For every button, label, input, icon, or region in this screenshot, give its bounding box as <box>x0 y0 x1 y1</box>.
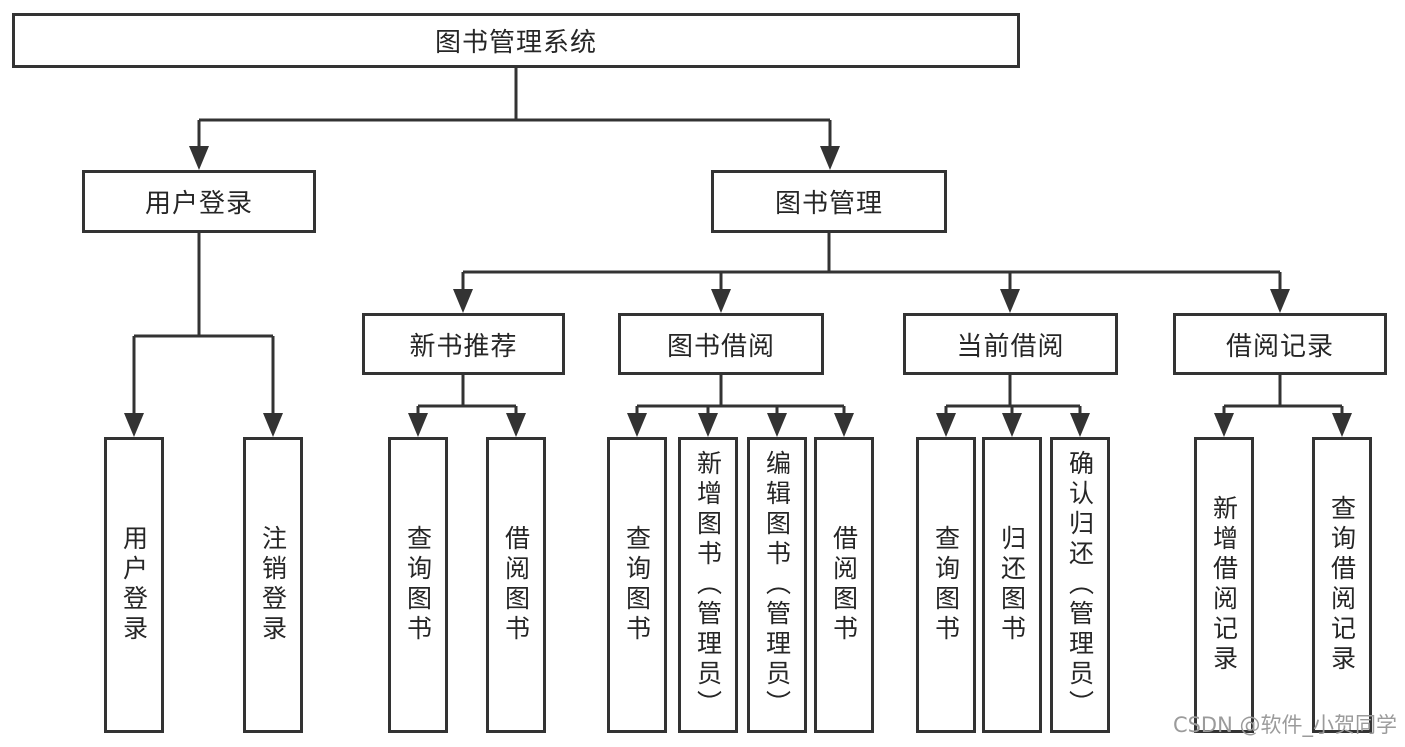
leaf-label: 查询图书 <box>622 525 652 645</box>
node-book-borrowing: 图书借阅 <box>618 313 824 375</box>
node-user-login: 用户登录 <box>82 170 316 233</box>
node-library-system: 图书管理系统 <box>12 13 1020 68</box>
node-label: 新书推荐 <box>409 331 518 362</box>
leaf-label: 查询图书 <box>403 525 433 645</box>
leaf-query-borrow-record: 查询借阅记录 <box>1312 437 1372 733</box>
arrow-icon <box>698 413 718 437</box>
watermark: CSDN @软件_小贺同学 <box>1172 713 1397 737</box>
node-label: 图书管理 <box>774 189 883 219</box>
leaf-logout: 注销登录 <box>243 437 303 733</box>
leaf-borrow-books: 借阅图书 <box>814 437 874 733</box>
arrow-icon <box>767 413 787 437</box>
leaf-confirm-return-admin: 确认归还（管理员） <box>1050 437 1110 733</box>
node-label: 图书借阅 <box>666 331 775 362</box>
arrow-icon <box>1002 413 1022 437</box>
leaf-label: 借阅图书 <box>829 525 859 645</box>
leaf-label: 查询图书 <box>931 525 961 645</box>
leaf-query-books-current: 查询图书 <box>916 437 976 733</box>
connector-arrowheads <box>124 146 1352 437</box>
arrow-icon <box>1270 289 1290 313</box>
arrow-icon <box>189 146 209 170</box>
arrow-icon <box>506 413 526 437</box>
node-new-book-recommend: 新书推荐 <box>362 313 565 375</box>
arrow-icon <box>1070 413 1090 437</box>
arrow-icon <box>834 413 854 437</box>
arrow-icon <box>1000 289 1020 313</box>
leaf-label: 归还图书 <box>997 525 1027 645</box>
leaf-query-books-borrow: 查询图书 <box>607 437 667 733</box>
node-current-borrowing: 当前借阅 <box>903 313 1118 375</box>
arrow-icon <box>453 289 473 313</box>
arrow-icon <box>263 413 283 437</box>
leaf-return-books: 归还图书 <box>982 437 1042 733</box>
node-label: 借阅记录 <box>1225 331 1334 362</box>
leaf-label: 新增借阅记录 <box>1209 495 1239 675</box>
leaf-label: 查询借阅记录 <box>1327 495 1357 675</box>
leaf-label: 编辑图书（管理员） <box>762 450 792 720</box>
leaf-edit-book-admin: 编辑图书（管理员） <box>747 437 807 733</box>
leaf-query-books-recommend: 查询图书 <box>388 437 448 733</box>
arrow-icon <box>936 413 956 437</box>
node-label: 用户登录 <box>144 189 253 219</box>
leaf-user-login: 用户登录 <box>104 437 164 733</box>
arrow-icon <box>820 146 840 170</box>
leaf-label: 新增图书（管理员） <box>693 450 723 720</box>
leaf-label: 用户登录 <box>119 525 149 645</box>
leaf-label: 借阅图书 <box>501 525 531 645</box>
leaf-add-book-admin: 新增图书（管理员） <box>678 437 738 733</box>
node-label: 图书管理系统 <box>434 28 597 58</box>
leaf-label: 注销登录 <box>258 525 288 645</box>
arrow-icon <box>124 413 144 437</box>
node-borrowing-records: 借阅记录 <box>1173 313 1387 375</box>
arrow-icon <box>408 413 428 437</box>
arrow-icon <box>711 289 731 313</box>
connector-lines <box>132 68 1344 416</box>
arrow-icon <box>1332 413 1352 437</box>
node-book-management: 图书管理 <box>711 170 947 233</box>
arrow-icon <box>1214 413 1234 437</box>
leaf-add-borrow-record: 新增借阅记录 <box>1194 437 1254 733</box>
leaf-label: 确认归还（管理员） <box>1065 450 1095 720</box>
arrow-icon <box>627 413 647 437</box>
leaf-borrow-books-recommend: 借阅图书 <box>486 437 546 733</box>
node-label: 当前借阅 <box>956 331 1065 362</box>
